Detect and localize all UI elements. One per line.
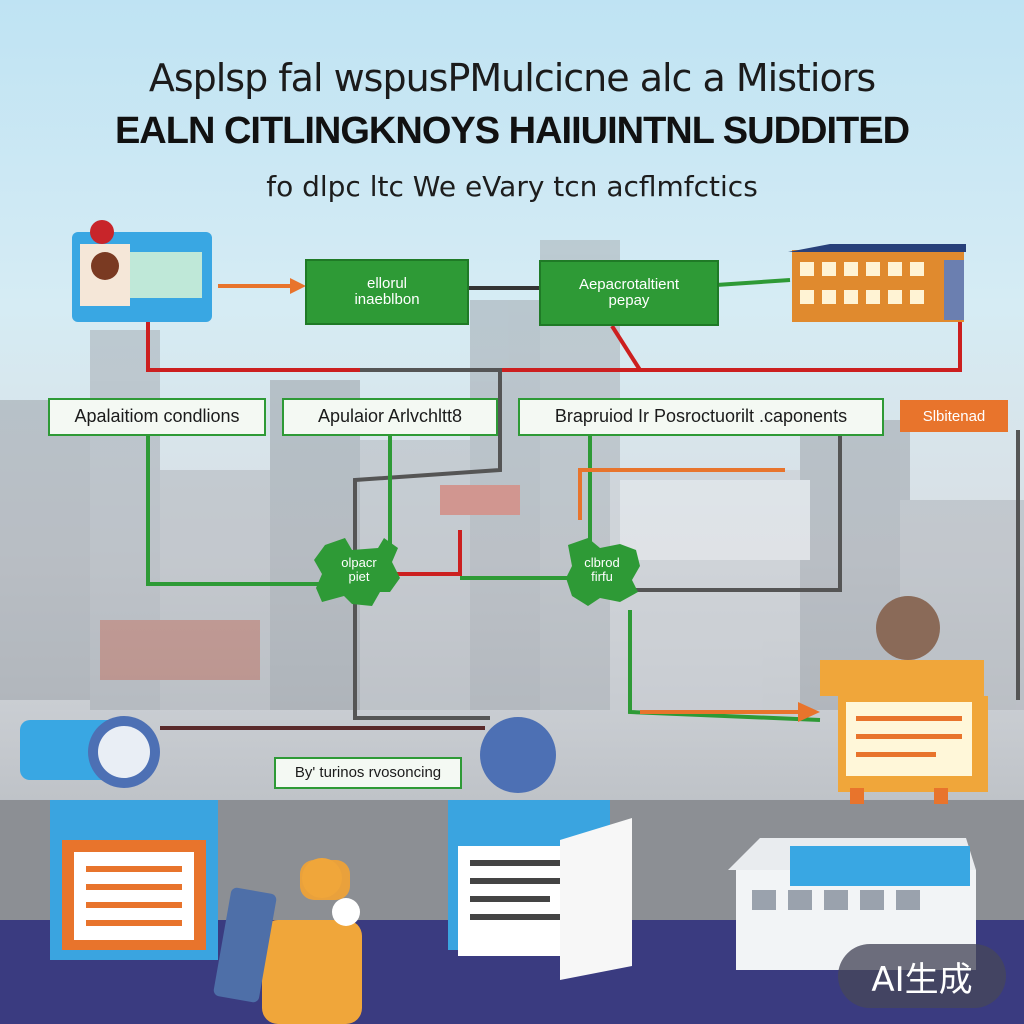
- arrow-head-icon: [798, 702, 820, 722]
- worker-illustration: [213, 858, 362, 1024]
- gear-right-label: clbrod firfu: [584, 555, 620, 585]
- document-center-illustration: [448, 717, 632, 980]
- submitted-box: Slbitenad: [900, 400, 1008, 432]
- header-line-2: EALN CITLINGKNOYS HAIIUINTNL SUDDITED: [114, 110, 910, 152]
- editorial-box: ellorul inaeblbon: [305, 259, 469, 325]
- advocate-box: Apulaior Arlvchltt8: [282, 398, 498, 436]
- person-monitor-left-illustration: [20, 716, 218, 960]
- gear-left-label: olpacr piet: [341, 555, 377, 585]
- profile-card-illustration: [72, 220, 212, 322]
- header-line-1: Asplsp fal wspusPMulcicne alc a Mistiors: [148, 56, 876, 100]
- ai-generated-badge: AI生成: [838, 944, 1006, 1008]
- appointment-box: Aepacrotaltient pepay: [539, 260, 719, 326]
- conditions-box: Apalaitiom condlions: [48, 398, 266, 436]
- reasoning-box: By' turinos rvosoncing: [274, 757, 462, 789]
- connector-lines: [146, 278, 1020, 730]
- header-line-3: fo dlpc ltc We eVary tcn acflmfctics: [266, 170, 758, 203]
- arrow-head-icon: [290, 278, 306, 294]
- register-right-illustration: [820, 596, 988, 804]
- gear-right-icon: [566, 538, 640, 606]
- reproduction-box: Brapruiod Ir Posroctuorilt .caponents: [518, 398, 884, 436]
- gear-left-icon: [314, 538, 400, 606]
- building-illustration: [788, 244, 966, 322]
